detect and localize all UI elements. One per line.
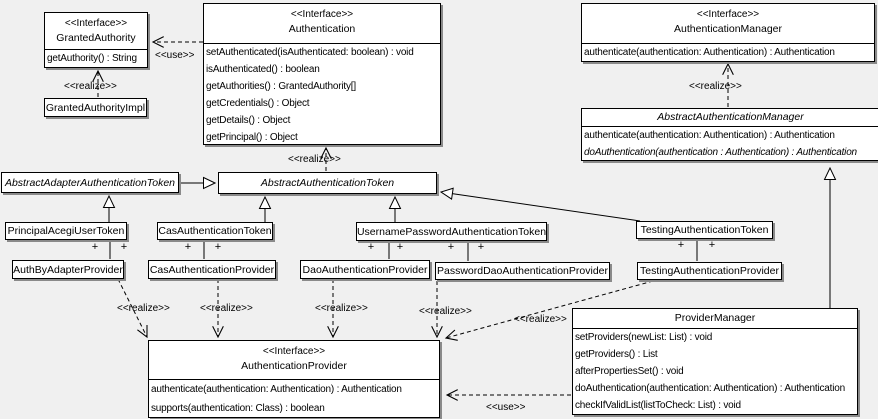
class-testing-authentication-provider[interactable]: TestingAuthenticationProvider bbox=[637, 262, 782, 280]
class-authentication-provider[interactable]: <<Interface>> AuthenticationProvider aut… bbox=[148, 340, 440, 418]
stereotype-label: <<Interface>> bbox=[262, 346, 326, 357]
generalization-testing-token bbox=[441, 192, 641, 222]
realize-label: <<realize>> bbox=[64, 81, 117, 92]
class-auth-by-adapter-provider[interactable]: AuthByAdapterProvider bbox=[12, 260, 124, 279]
realize-arrow-testingprovider bbox=[444, 280, 654, 341]
association-plus-label: + bbox=[677, 239, 685, 251]
association-plus-label: + bbox=[214, 241, 222, 253]
class-abstract-authentication-token[interactable]: AbstractAuthenticationToken bbox=[218, 172, 437, 194]
class-name: GrantedAuthority bbox=[56, 32, 136, 44]
method-label: authenticate(authentication: Authenticat… bbox=[151, 384, 402, 395]
class-testing-authentication-token[interactable]: TestingAuthenticationToken bbox=[636, 221, 773, 239]
method-label: getAuthority() : String bbox=[47, 53, 137, 64]
association-plus-label: + bbox=[396, 241, 404, 253]
association-plus-label: + bbox=[447, 241, 455, 253]
use-label: <<use>> bbox=[486, 402, 526, 413]
class-abstract-adapter-authentication-token[interactable]: AbstractAdapterAuthenticationToken bbox=[1, 172, 179, 193]
class-abstract-authentication-manager[interactable]: AbstractAuthenticationManager authentica… bbox=[581, 108, 878, 161]
class-dao-authentication-provider[interactable]: DaoAuthenticationProvider bbox=[300, 260, 430, 279]
class-name: Authentication bbox=[288, 23, 356, 35]
association-plus-label: + bbox=[477, 241, 485, 253]
class-provider-manager[interactable]: ProviderManager setProviders(newList: Li… bbox=[572, 308, 858, 415]
method-label: getDetails() : Object bbox=[206, 115, 291, 126]
class-principal-acegi-user-token[interactable]: PrincipalAcegiUserToken bbox=[5, 222, 127, 240]
method-label: setAuthenticated(isAuthenticated: boolea… bbox=[206, 47, 414, 58]
method-label: authenticate(authentication: Authenticat… bbox=[584, 130, 835, 141]
class-granted-authority[interactable]: <<Interface>> GrantedAuthority getAuthor… bbox=[44, 12, 148, 68]
realize-label: <<realize>> bbox=[419, 306, 472, 317]
method-label: setProviders(newList: List) : void bbox=[575, 332, 713, 343]
realize-label: <<realize>> bbox=[514, 314, 567, 325]
class-name: AuthenticationManager bbox=[674, 23, 782, 35]
method-label: isAuthenticated() : boolean bbox=[206, 64, 320, 75]
realize-label: <<realize>> bbox=[200, 303, 253, 314]
method-label: checkIfValidList(listToCheck: List) : vo… bbox=[575, 400, 741, 411]
method-label: getProviders() : List bbox=[575, 349, 658, 360]
realize-arrow-authbyadapterprovider bbox=[117, 278, 148, 339]
class-authentication[interactable]: <<Interface>> Authentication setAuthenti… bbox=[203, 3, 441, 145]
method-label: afterPropertiesSet() : void bbox=[575, 366, 684, 377]
use-label: <<use>> bbox=[155, 50, 195, 61]
stereotype-label: <<Interface>> bbox=[64, 18, 128, 29]
class-cas-authentication-provider[interactable]: CasAuthenticationProvider bbox=[148, 260, 276, 279]
method-label: supports(authentication: Class) : boolea… bbox=[151, 403, 325, 414]
class-authentication-manager[interactable]: <<Interface>> AuthenticationManager auth… bbox=[581, 3, 875, 62]
method-label: getPrincipal() : Object bbox=[206, 132, 298, 143]
realize-label: <<realize>> bbox=[288, 154, 341, 165]
association-plus-label: + bbox=[708, 239, 716, 251]
stereotype-label: <<Interface>> bbox=[696, 9, 760, 20]
class-name: ProviderManager bbox=[674, 312, 756, 324]
class-granted-authority-impl[interactable]: GrantedAuthorityImpl bbox=[44, 98, 147, 117]
association-plus-label: + bbox=[367, 241, 375, 253]
class-username-password-authentication-token[interactable]: UsernamePasswordAuthenticationToken bbox=[356, 222, 547, 241]
class-name: AuthenticationProvider bbox=[241, 360, 347, 372]
association-plus-label: + bbox=[120, 241, 128, 253]
method-label: getCredentials() : Object bbox=[206, 98, 310, 109]
method-label: doAuthentication(authentication: Authent… bbox=[575, 383, 845, 394]
association-plus-label: + bbox=[184, 241, 192, 253]
class-name: AbstractAuthenticationManager bbox=[657, 111, 804, 123]
realize-label: <<realize>> bbox=[315, 303, 368, 314]
stereotype-label: <<Interface>> bbox=[290, 9, 354, 20]
realize-label: <<realize>> bbox=[689, 81, 742, 92]
method-label: getAuthorities() : GrantedAuthority[] bbox=[206, 81, 356, 92]
realize-label: <<realize>> bbox=[117, 303, 170, 314]
method-label: doAuthentication(authentication : Authen… bbox=[584, 147, 857, 158]
class-cas-authentication-token[interactable]: CasAuthenticationToken bbox=[157, 222, 273, 240]
association-plus-label: + bbox=[91, 241, 99, 253]
class-password-dao-authentication-provider[interactable]: PasswordDaoAuthenticationProvider bbox=[435, 262, 610, 280]
method-label: authenticate(authentication: Authenticat… bbox=[584, 47, 835, 58]
